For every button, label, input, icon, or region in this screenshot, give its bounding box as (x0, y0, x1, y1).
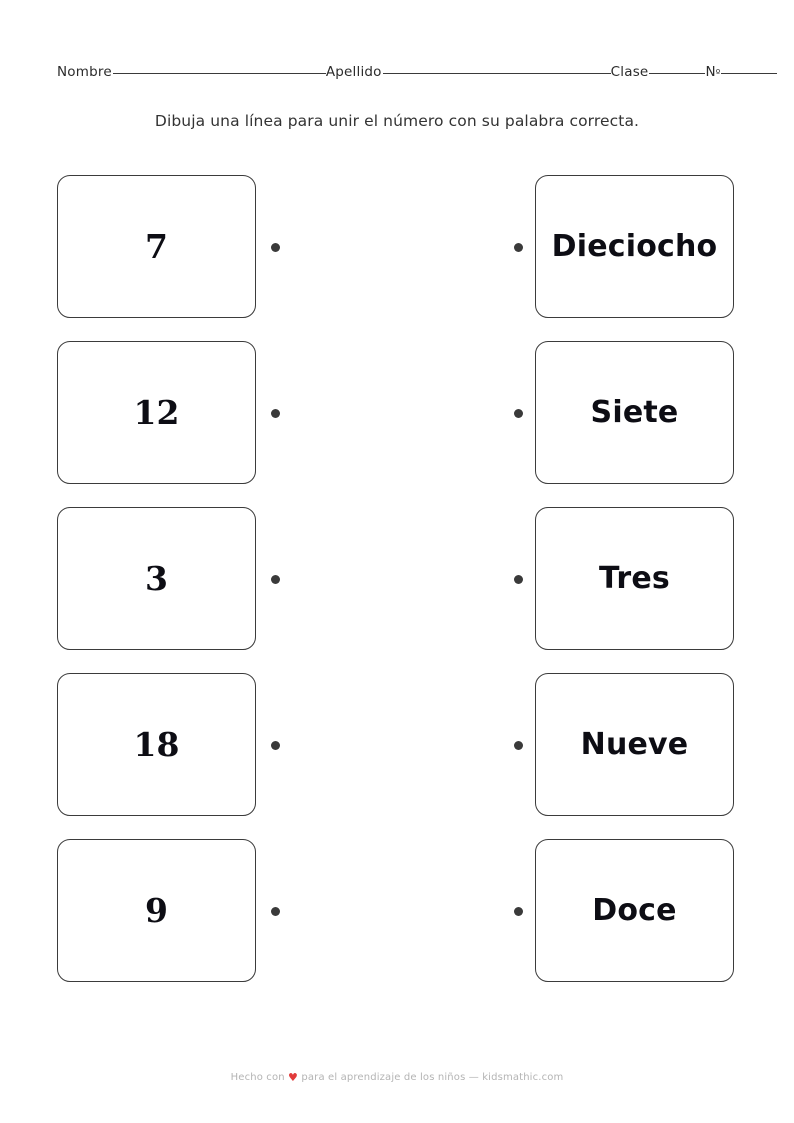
footer-text-before: Hecho con (230, 1072, 285, 1083)
word-card-value: Nueve (580, 726, 689, 762)
connector-dot-left[interactable] (271, 741, 280, 750)
footer-credit: Hecho con ♥ para el aprendizaje de los n… (0, 1071, 794, 1084)
field-apellido[interactable]: Apellido (326, 64, 611, 80)
number-card-value: 9 (145, 891, 168, 930)
pair-row: 9 Doce (0, 839, 794, 984)
heart-icon: ♥ (288, 1071, 299, 1084)
pair-row: 7 Dieciocho (0, 175, 794, 320)
field-clase[interactable]: Clase (611, 64, 706, 80)
number-card-value: 18 (133, 725, 180, 764)
connector-dot-left[interactable] (271, 907, 280, 916)
footer-text-after: para el aprendizaje de los niños — kidsm… (301, 1072, 564, 1083)
field-apellido-rule[interactable] (382, 72, 611, 74)
matching-board: 7 Dieciocho 12 Siete 3 Tres 18 (0, 175, 794, 984)
instruction-text: Dibuja una línea para unir el número con… (154, 112, 640, 130)
field-apellido-label: Apellido (325, 64, 382, 80)
connector-dot-left[interactable] (271, 243, 280, 252)
connector-dot-right[interactable] (514, 741, 523, 750)
pair-row: 12 Siete (0, 341, 794, 486)
word-card[interactable]: Tres (535, 507, 734, 650)
connector-dot-right[interactable] (514, 907, 523, 916)
word-card-value: Doce (592, 892, 677, 928)
number-card[interactable]: 7 (57, 175, 256, 318)
field-clase-rule[interactable] (649, 72, 706, 74)
word-card[interactable]: Doce (535, 839, 734, 982)
word-card-value: Tres (599, 560, 670, 596)
word-card-value: Dieciocho (551, 228, 718, 264)
pair-row: 18 Nueve (0, 673, 794, 818)
field-clase-label: Clase (610, 64, 649, 80)
connector-dot-left[interactable] (271, 575, 280, 584)
word-card-value: Siete (590, 394, 679, 430)
number-card[interactable]: 3 (57, 507, 256, 650)
word-card[interactable]: Siete (535, 341, 734, 484)
field-numero-label: N (705, 64, 716, 80)
field-nombre-label: Nombre (57, 64, 112, 80)
pair-row: 3 Tres (0, 507, 794, 652)
number-card-value: 7 (145, 227, 168, 266)
field-nombre-rule[interactable] (112, 72, 326, 74)
connector-dot-right[interactable] (514, 575, 523, 584)
field-nombre[interactable]: Nombre (57, 64, 326, 80)
number-card-value: 3 (145, 559, 168, 598)
number-card[interactable]: 12 (57, 341, 256, 484)
connector-dot-left[interactable] (271, 409, 280, 418)
number-card-value: 12 (133, 393, 180, 432)
word-card[interactable]: Dieciocho (535, 175, 734, 318)
connector-dot-right[interactable] (514, 409, 523, 418)
connector-dot-right[interactable] (514, 243, 523, 252)
field-numero-rule[interactable] (721, 72, 778, 74)
number-card[interactable]: 18 (57, 673, 256, 816)
word-card[interactable]: Nueve (535, 673, 734, 816)
number-card[interactable]: 9 (57, 839, 256, 982)
